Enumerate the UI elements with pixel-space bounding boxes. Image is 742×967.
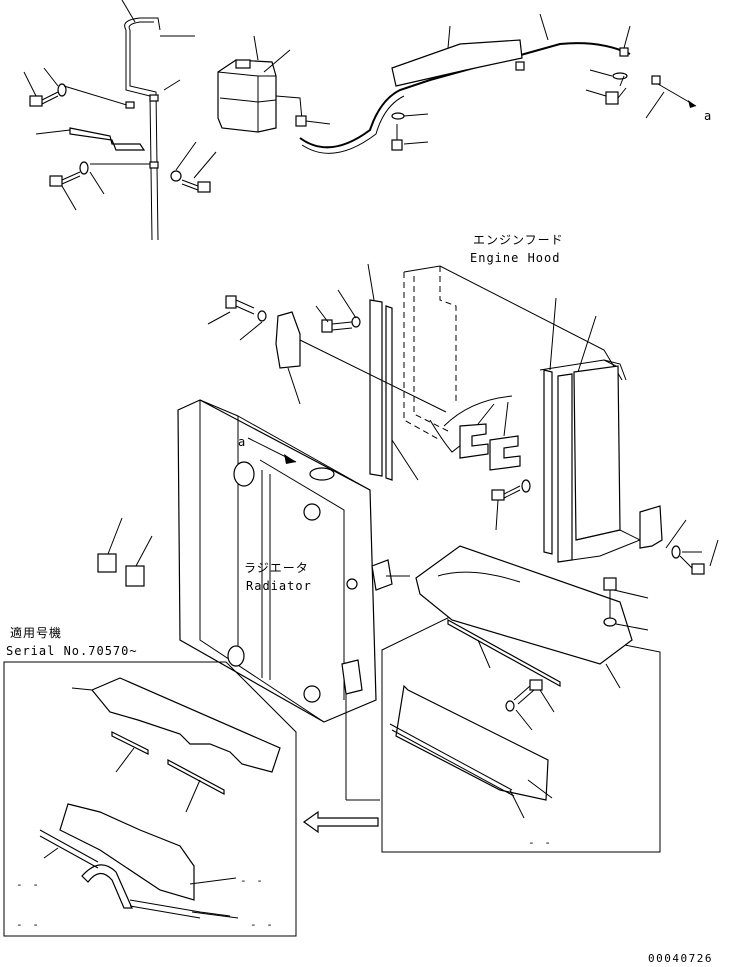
svg-text:- -: - - (16, 878, 40, 891)
seal-strips-left (367, 263, 419, 481)
reservoir-tank-assembly: a (23, 0, 712, 241)
applicable-serial-jp-label: 適用号機 (10, 625, 62, 640)
reference-arrow (302, 810, 379, 834)
svg-text:- -: - - (240, 874, 264, 887)
bolt-mid-left (170, 170, 211, 193)
svg-text:- -: - - (250, 918, 274, 931)
svg-text:- -: - - (16, 918, 40, 931)
bolt-center-top (391, 112, 405, 151)
drawing-number: 00040726 (648, 952, 713, 965)
engine-hood-jp-label: エンジンフード (473, 233, 564, 247)
ref-a-mid-label: a (238, 435, 246, 449)
ref-a-top-label: a (704, 109, 712, 123)
applicable-serial-en-label: Serial No.70570~ (6, 644, 138, 658)
hood-bolts-right (491, 479, 719, 575)
bolt-left-lower (49, 161, 89, 187)
engine-hood-en-label: Engine Hood (470, 251, 560, 265)
cushion-pads (97, 517, 153, 587)
under-cover-group-right: - - (381, 545, 661, 853)
hood-bolts-left (207, 289, 447, 413)
seal-strips-right (543, 297, 642, 563)
svg-text:- -: - - (528, 836, 552, 849)
under-cover-group-serial-variant: - - - - - - - - (3, 661, 297, 937)
radiator-jp-label: ラジエータ (244, 561, 309, 575)
radiator (177, 399, 410, 801)
reservoir-tank (217, 59, 277, 133)
engine-hood-frame (403, 265, 623, 471)
radiator-en-label: Radiator (246, 579, 312, 593)
bolt-top-right (605, 72, 628, 105)
